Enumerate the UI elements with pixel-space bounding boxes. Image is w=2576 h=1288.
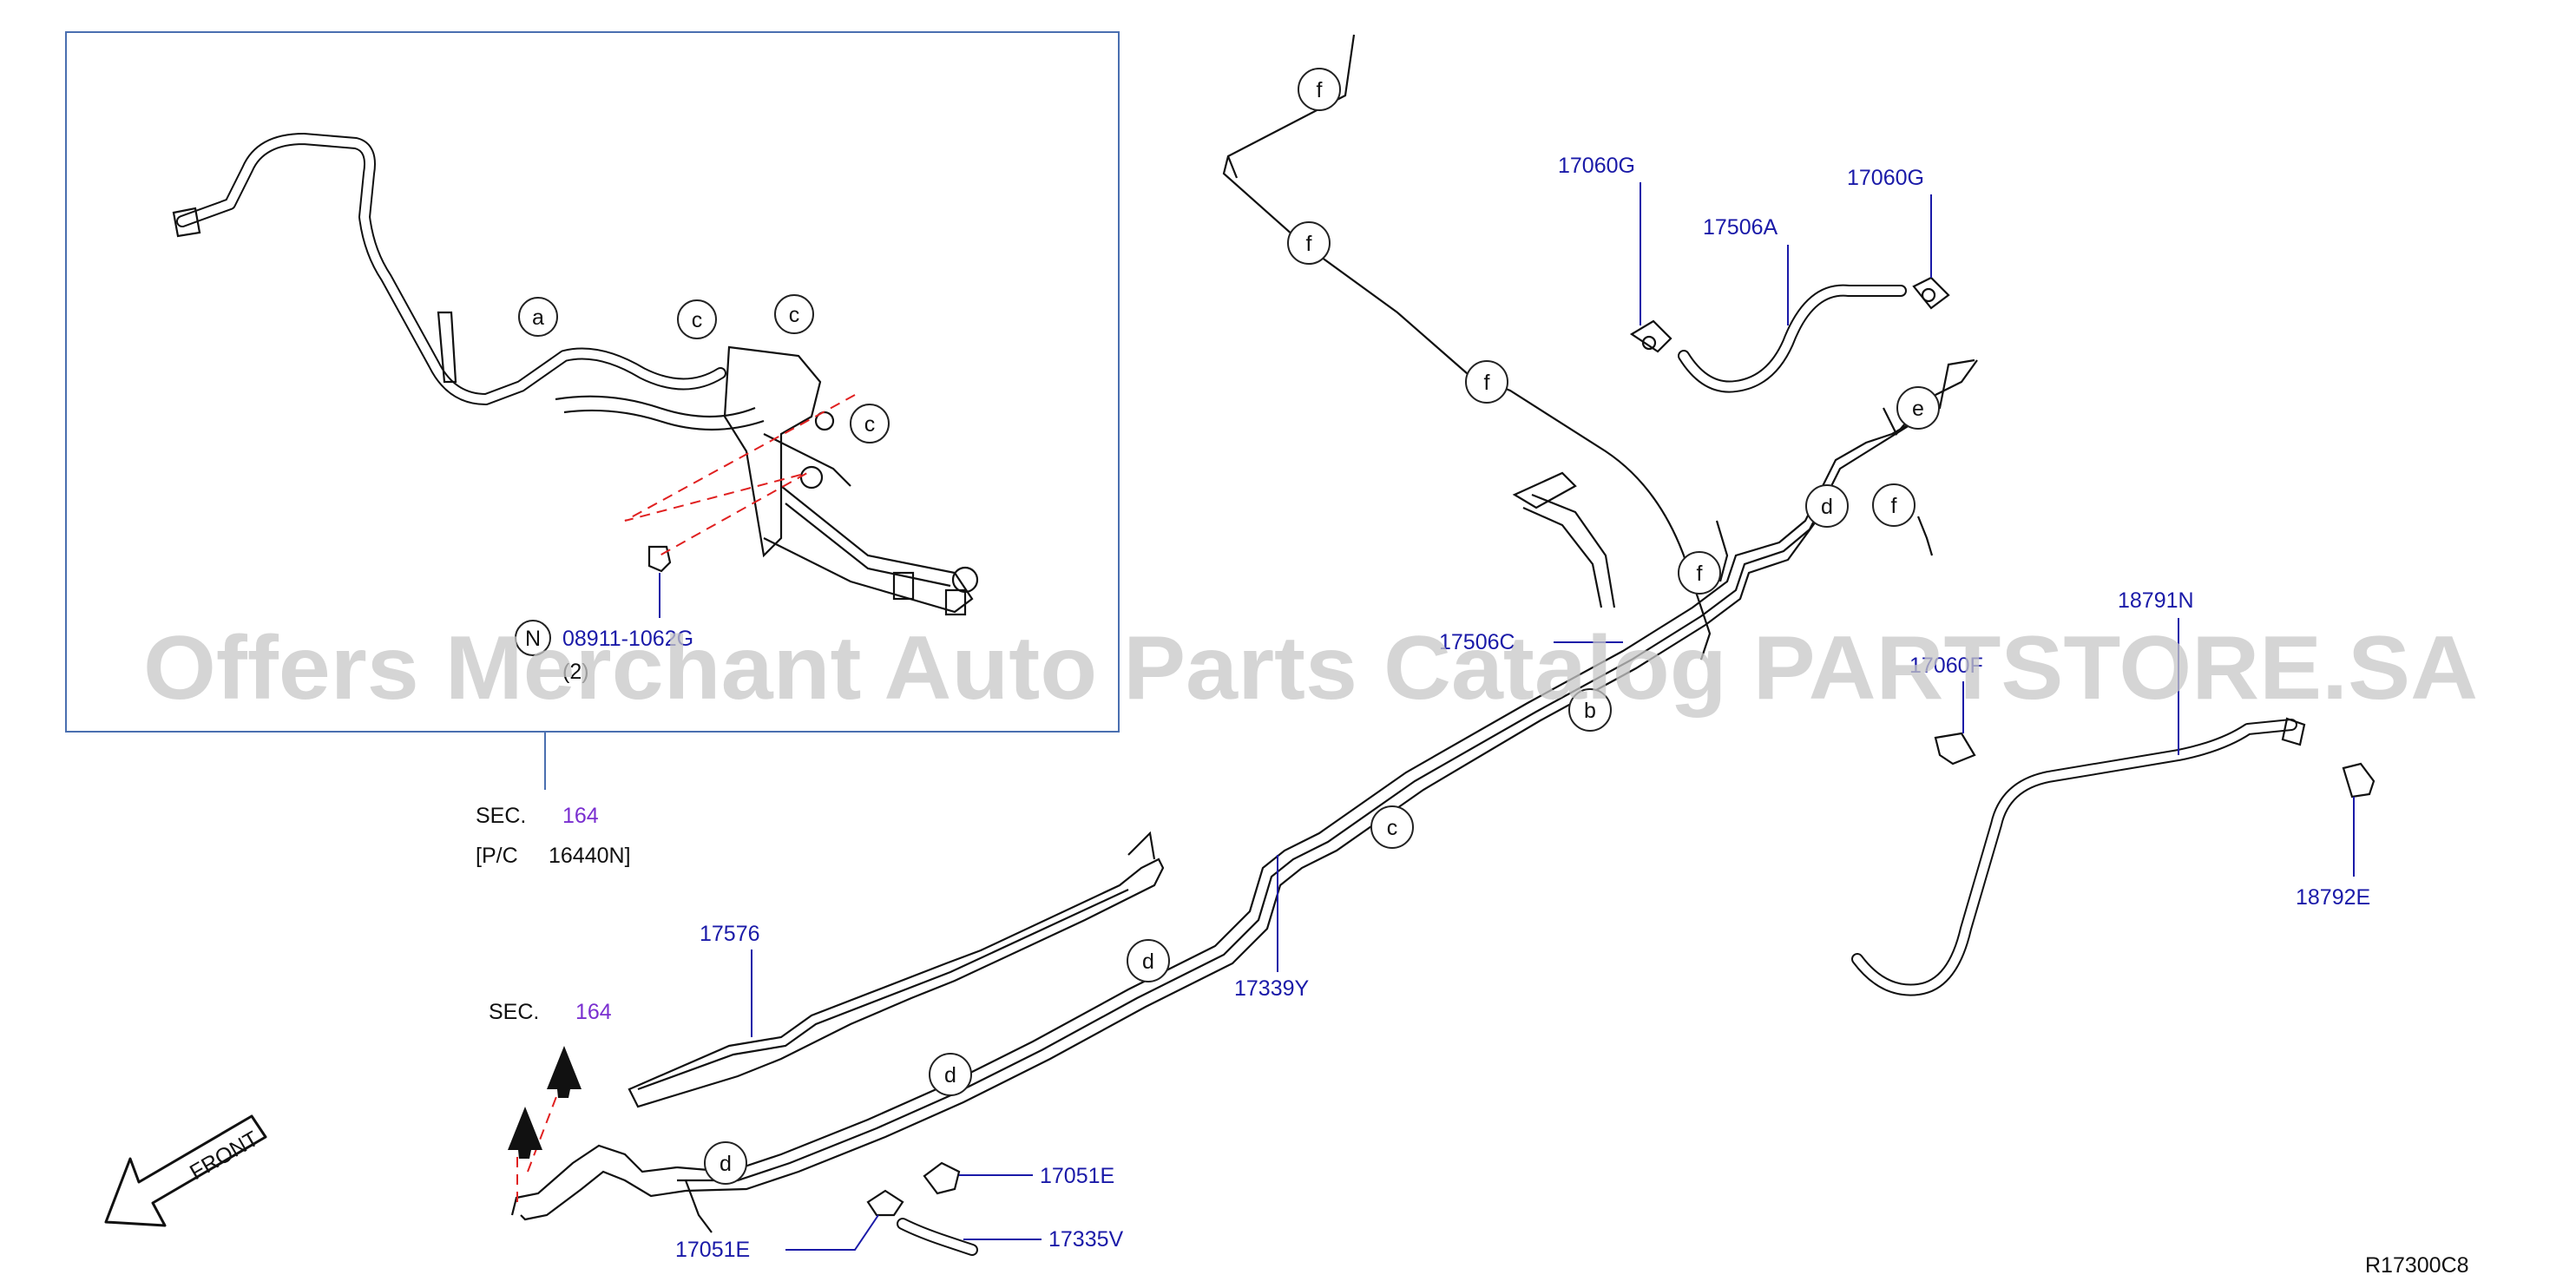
svg-text:b: b [1584,699,1596,723]
callout-d[interactable]: d [704,1141,747,1185]
part-label-18792e[interactable]: 18792E [2296,885,2370,910]
clamp-17051e-upper [923,1161,961,1195]
inset-detail-box [65,31,1120,733]
callout-f[interactable]: f [1465,360,1508,404]
fitting-18792e [2342,762,2376,877]
callout-c[interactable]: c [677,299,717,339]
part-label-17051e-upper[interactable]: 17051E [1040,1164,1114,1188]
part-label-17060g-left[interactable]: 17060G [1558,154,1635,178]
part-label-17335v[interactable]: 17335V [1048,1227,1124,1252]
callout-a[interactable]: a [518,297,558,337]
sec-number-top[interactable]: 164 [562,804,599,828]
svg-text:f: f [1697,562,1703,586]
pc-number[interactable]: 16440N] [549,844,631,868]
callout-d[interactable]: d [1805,484,1849,528]
pc-label: [P/C [476,844,518,868]
front-label: FRONT [186,1127,263,1185]
callout-f[interactable]: f [1678,551,1721,595]
callout-b[interactable]: b [1568,688,1612,732]
svg-text:d: d [1142,950,1154,974]
callout-d[interactable]: d [929,1053,972,1096]
sec-label-left: SEC. [489,1000,539,1024]
svg-text:e: e [1912,397,1924,421]
svg-text:c: c [1387,816,1398,840]
svg-text:f: f [1891,494,1897,518]
front-arrow-icon [104,1114,267,1227]
svg-text:d: d [1821,495,1833,519]
part-label-17506c[interactable]: 17506C [1439,630,1515,654]
inset-bracket [723,345,979,616]
callout-f[interactable]: f [1298,68,1341,111]
svg-text:c: c [864,412,876,437]
protector-17576 [628,831,1165,1108]
hose-17335v [897,1218,978,1256]
callout-n[interactable]: N [515,620,551,656]
callout-c[interactable]: c [774,294,814,334]
svg-text:f: f [1306,232,1312,256]
svg-text:d: d [944,1063,956,1088]
svg-text:f: f [1484,371,1490,395]
assembly-dashed-line-inset [624,394,856,556]
svg-text:c: c [692,308,703,332]
leader-17051e-lower [785,1214,879,1251]
inset-hose [172,133,765,431]
watermark-text: Offers Merchant Auto Parts Catalog PARTS… [143,618,2478,719]
part-label-08911[interactable]: 08911-1062G [562,627,693,651]
svg-text:f: f [1317,78,1323,102]
clamp-17060g-right [1912,276,1950,310]
sec-label-top: SEC. [476,804,526,828]
hose-18791n [1851,717,2306,996]
svg-text:c: c [789,303,800,327]
diagram-code: R17300C8 [2365,1253,2469,1278]
svg-text:d: d [720,1152,732,1176]
vent-tube-17506c [1512,471,1616,608]
clamp-17060f [1934,732,1976,766]
clamp-17060g-left [1629,319,1672,353]
callout-f[interactable]: f [1287,221,1331,265]
callout-c[interactable]: c [850,404,890,444]
sec-number-left[interactable]: 164 [575,1000,612,1024]
hose-17506a [1678,284,1907,393]
part-label-17060g-right[interactable]: 17060G [1847,166,1924,190]
part-qty-08911: (2) [562,660,589,684]
svg-text:a: a [532,306,544,330]
part-label-18791n[interactable]: 18791N [2118,588,2194,613]
arrow-up-icon [547,1046,582,1098]
part-label-17576[interactable]: 17576 [700,922,760,946]
part-label-17051e-lower[interactable]: 17051E [675,1238,750,1262]
assembly-dashed-line-left [516,1075,565,1202]
arrow-up-icon [508,1107,542,1159]
part-label-17060f[interactable]: 17060F [1909,654,1983,678]
bolt-08911 [647,545,672,618]
callout-f[interactable]: f [1872,483,1916,527]
callout-e[interactable]: e [1896,386,1940,430]
main-fuel-tubes [510,34,1978,1233]
callout-c[interactable]: c [1370,805,1414,849]
callout-d[interactable]: d [1127,939,1170,982]
clamp-17051e-lower [866,1189,904,1217]
part-label-17506a[interactable]: 17506A [1703,215,1778,240]
svg-text:N: N [525,627,541,651]
part-label-17339y[interactable]: 17339Y [1234,976,1310,1001]
